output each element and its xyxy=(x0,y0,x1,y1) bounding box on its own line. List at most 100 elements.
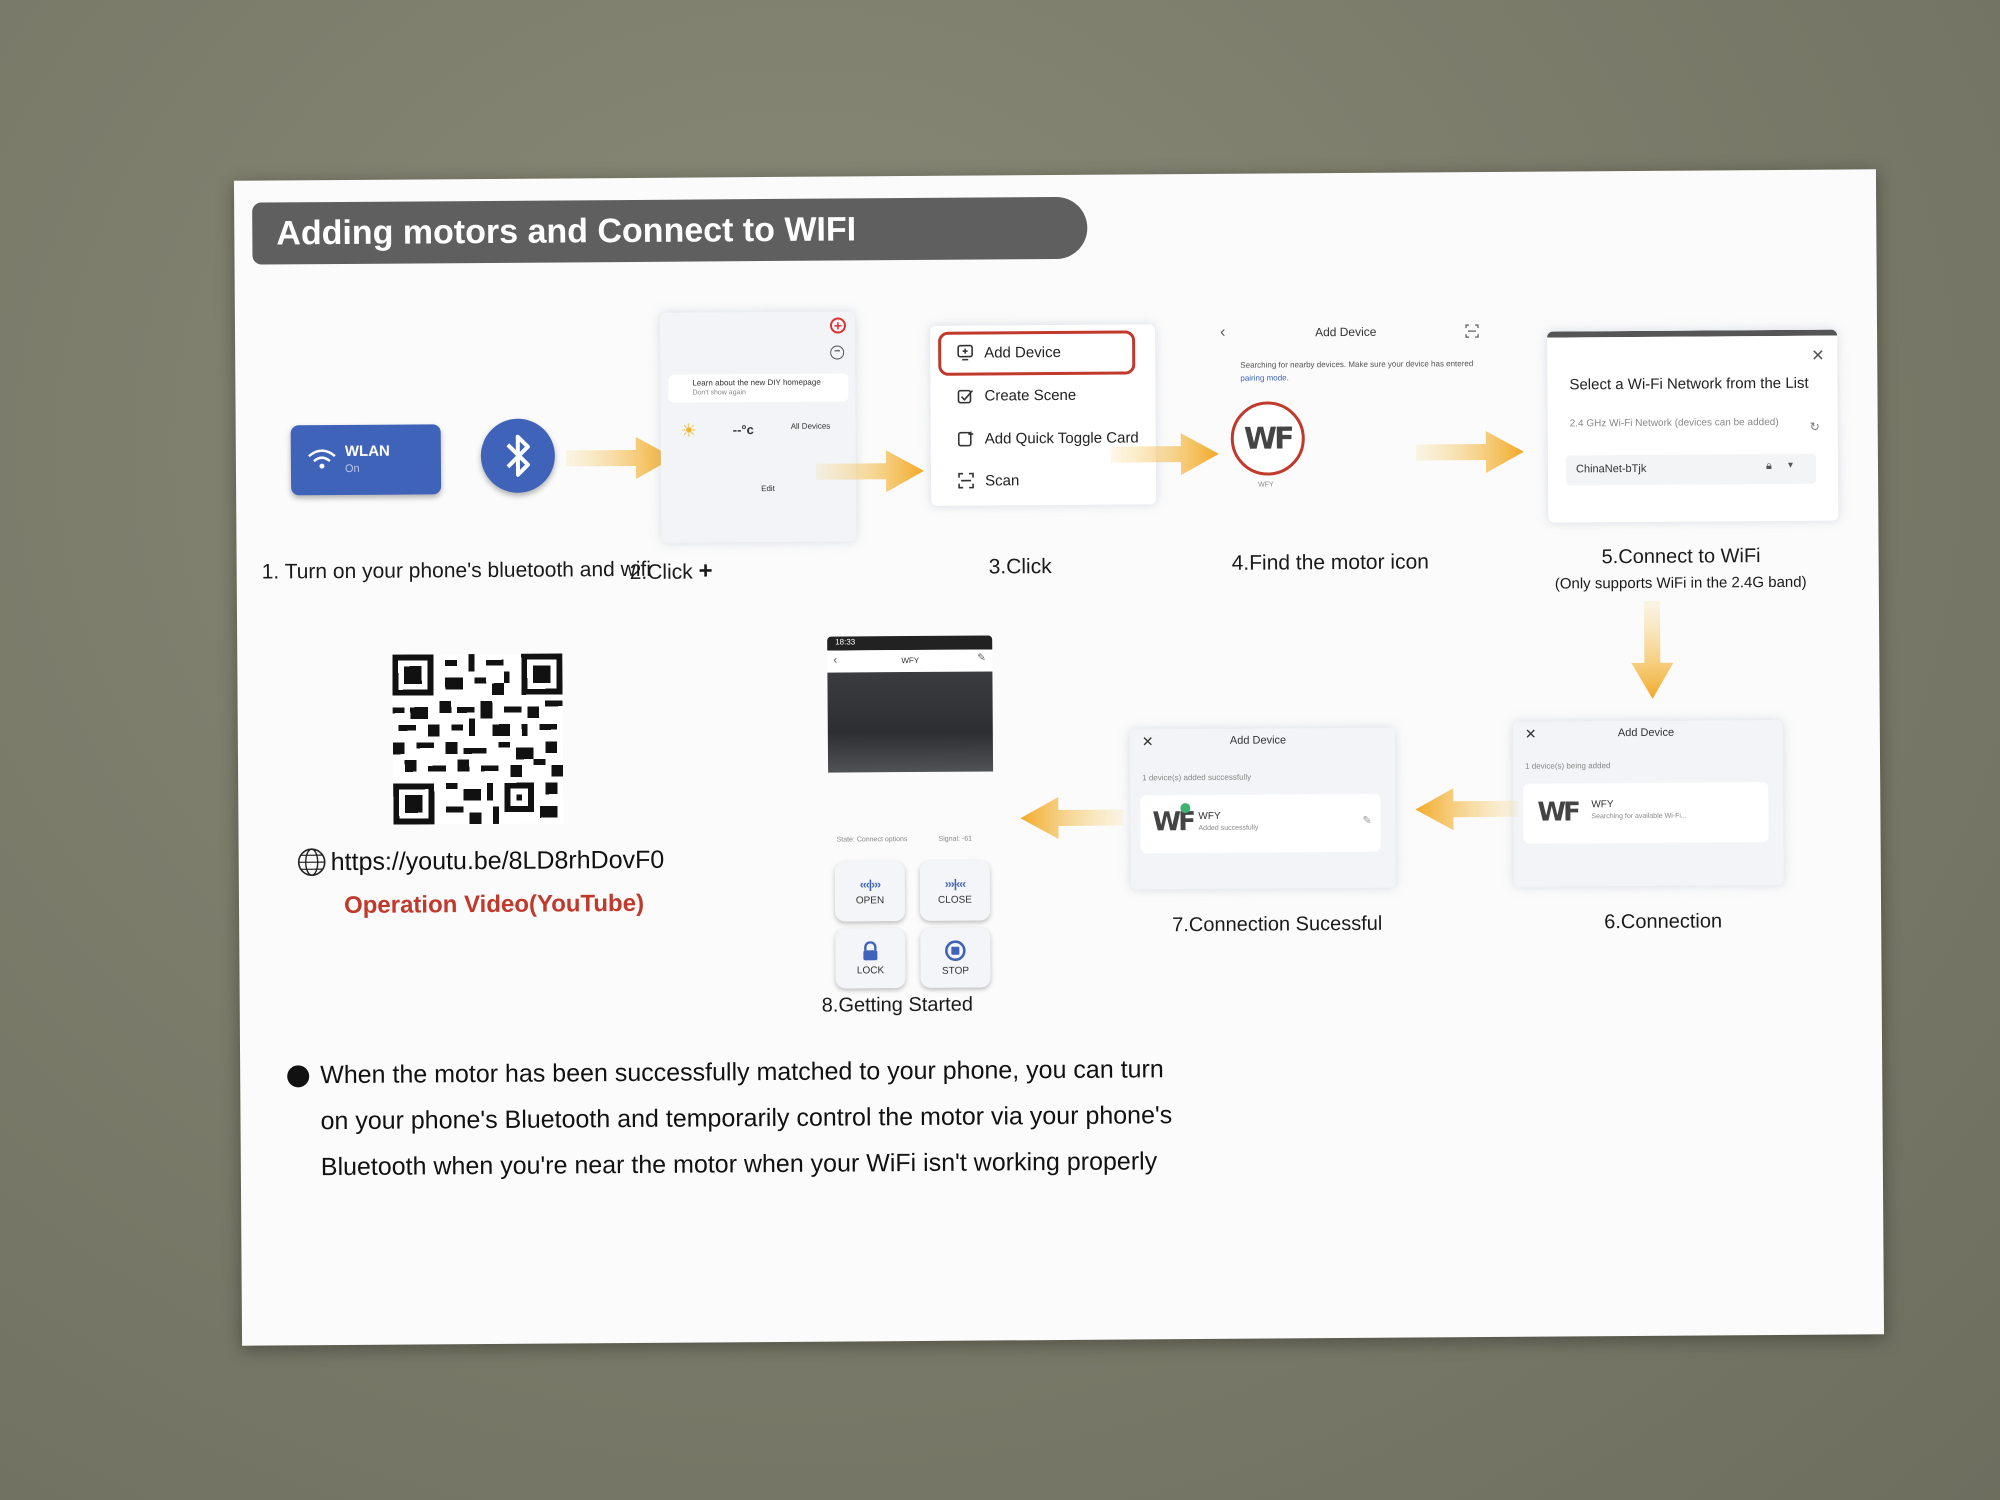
banner-title: Adding motors and Connect to WIFI xyxy=(252,196,1088,265)
close-icon[interactable]: ✕ xyxy=(1811,347,1825,365)
edit-link[interactable]: Edit xyxy=(761,483,775,494)
network-name: ChinaNet-bTjk xyxy=(1575,462,1647,476)
step7-label: 7.Connection Sucessful xyxy=(1172,912,1383,937)
curtain-preview xyxy=(827,671,994,773)
step6-header: Add Device xyxy=(1617,726,1675,740)
edit-pencil-icon[interactable]: ✎ xyxy=(1362,814,1372,827)
arrow-right-icon xyxy=(815,450,924,493)
step7-screen: ✕ Add Device 1 device(s) added successfu… xyxy=(1129,727,1396,890)
bullet-icon xyxy=(287,1065,310,1088)
step6-device: WFY xyxy=(1591,799,1614,811)
step7-device-card: WF WFY Added successfully ✎ xyxy=(1140,793,1381,854)
video-url: https://youtu.be/8LD8rhDovF0 xyxy=(330,845,665,876)
arrow-down-icon xyxy=(1631,600,1674,699)
tip-sub: Don't show again xyxy=(692,389,746,397)
state-text: State: Connect options xyxy=(836,836,908,844)
step6-status: 1 device(s) being added xyxy=(1525,761,1611,771)
motor-device-icon[interactable]: WF xyxy=(1230,401,1306,476)
all-devices: All Devices xyxy=(790,421,831,431)
add-plus-icon[interactable]: + xyxy=(829,317,847,334)
arrow-left-icon xyxy=(1415,788,1519,831)
video-link[interactable]: https://youtu.be/8LD8rhDovF0 xyxy=(297,845,665,878)
lock-button[interactable]: LOCK xyxy=(835,928,906,989)
stop-button[interactable]: STOP xyxy=(920,927,991,988)
plus-icon: + xyxy=(698,557,713,585)
step3-menu: Add Device Create Scene Add Quick Toggle… xyxy=(929,324,1157,506)
arrow-right-icon xyxy=(565,436,674,479)
minus-circle-icon: − xyxy=(830,345,845,360)
step2-label: 2.Click + xyxy=(630,557,713,586)
wlan-state: On xyxy=(344,462,360,475)
wlan-tile: WLAN On xyxy=(290,424,442,496)
step2-screen: + − Learn about the new DIY homepage Don… xyxy=(659,311,857,543)
menu-scan[interactable]: Scan xyxy=(957,471,1019,489)
add-device-icon xyxy=(957,344,973,361)
wifi-icon xyxy=(308,449,336,469)
edit-pencil-icon[interactable]: ✎ xyxy=(977,652,986,664)
step7-status: 1 device(s) added successfully xyxy=(1142,772,1252,783)
video-label: Operation Video(YouTube) xyxy=(343,889,645,919)
back-icon[interactable]: ‹ xyxy=(833,652,838,667)
close-button[interactable]: ›››|‹‹‹ CLOSE xyxy=(919,860,991,921)
step6-device-sub: Searching for available Wi-Fi... xyxy=(1591,812,1687,821)
lock-icon xyxy=(863,940,878,960)
network-row[interactable]: ChinaNet-bTjk 🔒︎ ▾ xyxy=(1565,453,1817,486)
wifi-list-title: Select a Wi-Fi Network from the List xyxy=(1569,374,1809,394)
close-icon[interactable]: ✕ xyxy=(1141,733,1154,750)
close-icon[interactable]: ✕ xyxy=(1524,725,1537,742)
step8-label: 8.Getting Started xyxy=(821,993,974,1017)
status-time: 18:33 xyxy=(835,637,856,647)
bluetooth-tile xyxy=(480,418,556,494)
note-text: When the motor has been successfully mat… xyxy=(320,1046,1173,1190)
wlan-title: WLAN xyxy=(344,442,390,460)
step7-device-sub: Added successfully xyxy=(1198,824,1259,833)
step4-label: 4.Find the motor icon xyxy=(1231,550,1429,575)
wf-logo-icon: WF xyxy=(1537,797,1578,828)
arrow-right-icon xyxy=(1110,433,1219,476)
back-icon[interactable]: ‹ xyxy=(1219,323,1226,341)
close-curtain-icon: ›››|‹‹‹ xyxy=(944,876,966,891)
wifi-small-icon: ▾ xyxy=(1787,459,1794,471)
step6-screen: ✕ Add Device 1 device(s) being added WF … xyxy=(1512,719,1784,887)
refresh-icon[interactable]: ↻ xyxy=(1809,419,1820,434)
open-button[interactable]: ‹‹‹|››› OPEN xyxy=(834,861,906,922)
scan-icon[interactable] xyxy=(1465,324,1479,338)
sun-icon: ☀ xyxy=(680,420,697,441)
step5-label: 5.Connect to WiFi xyxy=(1601,545,1761,569)
status-bar: 18:33 xyxy=(827,635,993,651)
menu-add-quick-toggle[interactable]: Add Quick Toggle Card xyxy=(957,428,1139,447)
arrow-left-icon xyxy=(1020,797,1124,840)
qr-code-icon[interactable] xyxy=(392,653,564,825)
lock-icon: 🔒︎ xyxy=(1765,460,1772,473)
note-line-2: on your phone's Bluetooth and temporaril… xyxy=(320,1101,1173,1136)
instruction-sheet: Adding motors and Connect to WIFI WLAN O… xyxy=(233,169,1885,1346)
stop-icon xyxy=(945,939,966,961)
wifi-list-sub: 2.4 GHz Wi-Fi Network (devices can be ad… xyxy=(1569,416,1779,430)
globe-icon xyxy=(297,848,326,877)
menu-create-scene[interactable]: Create Scene xyxy=(956,386,1076,405)
temperature: --°c xyxy=(732,422,754,438)
success-check-icon xyxy=(1180,803,1191,814)
tip-card: Learn about the new DIY homepage Don't s… xyxy=(668,373,849,403)
tip-title: Learn about the new DIY homepage xyxy=(692,377,821,388)
note-line-3: Bluetooth when you're near the motor whe… xyxy=(320,1147,1158,1182)
step1-label: 1. Turn on your phone's bluetooth and wi… xyxy=(261,557,652,584)
toggle-card-icon xyxy=(957,431,974,447)
menu-add-device[interactable]: Add Device xyxy=(956,343,1061,362)
step5-screen: ✕ Select a Wi-Fi Network from the List 2… xyxy=(1547,329,1839,523)
open-icon: ‹‹‹|››› xyxy=(859,876,881,891)
step2-label-text: 2.Click xyxy=(629,560,693,584)
step5-note: (Only supports WiFi in the 2.4G band) xyxy=(1554,573,1807,593)
step8-screen: 18:33 ‹ WFY ✎ State: Connect options Sig… xyxy=(817,635,994,989)
step7-device: WFY xyxy=(1198,810,1221,823)
step7-header: Add Device xyxy=(1229,734,1287,747)
step6-label: 6.Connection xyxy=(1604,910,1723,934)
device-name: WFY xyxy=(1258,481,1274,489)
app-title: WFY xyxy=(901,655,920,666)
create-scene-icon xyxy=(957,389,974,404)
scan-icon xyxy=(958,472,974,489)
step4-header: Add Device xyxy=(1314,324,1377,340)
step3-label: 3.Click xyxy=(988,555,1052,579)
searching-text: Searching for nearby devices. Make sure … xyxy=(1240,359,1474,383)
step6-device-card: WF WFY Searching for available Wi-Fi... xyxy=(1523,782,1769,844)
